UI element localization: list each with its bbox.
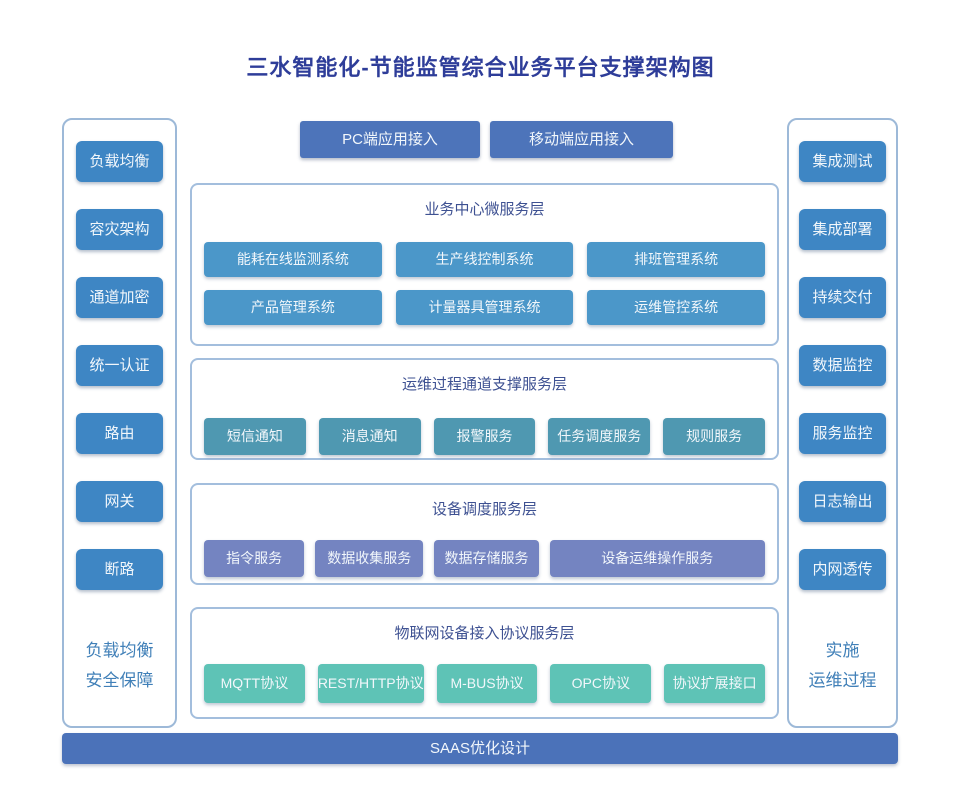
layer-title: 业务中心微服务层 bbox=[424, 201, 545, 218]
layer-iot-protocol: 物联网设备接入协议服务层 MQTT协议 REST/HTTP协议 M-BUS协议 OPC… bbox=[190, 607, 779, 719]
device-dispatch-node: 数据存储服务 bbox=[434, 540, 539, 577]
layer-device-dispatch: 设备调度服务层 指令服务数据收集服务数据存储服务设备运维操作服务 bbox=[190, 483, 779, 585]
ops-channel-node: 消息通知 bbox=[318, 418, 421, 455]
business-node: 运维管控系统 bbox=[587, 290, 766, 325]
business-node: 生产线控制系统 bbox=[395, 242, 574, 277]
left-panel: 负载均衡容灾架构通道加密统一认证路由网关断路 负载均衡 安全保障 bbox=[62, 118, 177, 728]
ops-channel-node: 报警服务 bbox=[433, 418, 536, 455]
iot-protocol-node: REST/HTTP协议 bbox=[317, 664, 424, 703]
layer-ops-channel-support: 运维过程通道支撑服务层 短信通知消息通知报警服务任务调度服务规则服务 bbox=[190, 358, 779, 460]
right-panel-caption-line2: 运维过程 bbox=[808, 671, 877, 690]
business-node: 能耗在线监测系统 bbox=[204, 242, 382, 277]
business-node: 排班管理系统 bbox=[587, 242, 766, 277]
left-panel-node: 断路 bbox=[76, 549, 163, 590]
device-dispatch-row: 指令服务数据收集服务数据存储服务设备运维操作服务 bbox=[192, 540, 777, 577]
right-panel-caption: 实施 运维过程 bbox=[809, 636, 877, 696]
device-dispatch-node: 指令服务 bbox=[204, 540, 305, 577]
business-row-2: 产品管理系统计量器具管理系统运维管控系统 bbox=[192, 290, 777, 325]
saas-optimization-bar: SAAS优化设计 bbox=[62, 733, 898, 764]
layer-business-microservices: 业务中心微服务层 能耗在线监测系统生产线控制系统排班管理系统 产品管理系统计量器… bbox=[190, 183, 779, 346]
ops-channel-node: 短信通知 bbox=[204, 418, 306, 455]
page-title: 三水智能化-节能监管综合业务平台支撑架构图 bbox=[246, 55, 715, 80]
left-panel-node: 统一认证 bbox=[76, 345, 163, 386]
application-access-row: PC端应用接入 移动端应用接入 bbox=[300, 121, 673, 158]
ops-channel-node: 任务调度服务 bbox=[548, 418, 651, 455]
right-panel-node: 数据监控 bbox=[799, 345, 886, 386]
layer-title: 运维过程通道支撑服务层 bbox=[401, 376, 567, 393]
ops-channel-node: 规则服务 bbox=[663, 418, 765, 455]
right-panel: 集成测试集成部署持续交付数据监控服务监控日志输出内网透传 实施 运维过程 bbox=[787, 118, 898, 728]
left-panel-caption-line1: 负载均衡 bbox=[85, 641, 154, 660]
right-panel-node: 内网透传 bbox=[799, 549, 886, 590]
business-node: 计量器具管理系统 bbox=[395, 290, 574, 325]
left-panel-node: 路由 bbox=[76, 413, 163, 454]
business-row-1: 能耗在线监测系统生产线控制系统排班管理系统 bbox=[192, 242, 777, 277]
left-panel-node: 通道加密 bbox=[76, 277, 163, 318]
device-dispatch-node: 设备运维操作服务 bbox=[549, 540, 765, 577]
left-panel-caption: 负载均衡 安全保障 bbox=[86, 636, 154, 696]
right-panel-node: 持续交付 bbox=[799, 277, 886, 318]
iot-protocol-node: OPC协议 bbox=[550, 664, 652, 703]
left-panel-caption-line2: 安全保障 bbox=[85, 671, 154, 690]
iot-protocol-node: 协议扩展接口 bbox=[664, 664, 766, 703]
layer-title: 设备调度服务层 bbox=[431, 501, 537, 518]
right-panel-node: 集成测试 bbox=[799, 141, 886, 182]
right-panel-caption-line1: 实施 bbox=[825, 641, 860, 660]
business-node: 产品管理系统 bbox=[204, 290, 382, 325]
left-panel-node: 负载均衡 bbox=[76, 141, 163, 182]
iot-protocol-row: MQTT协议 REST/HTTP协议 M-BUS协议 OPC协议协议扩展接口 bbox=[192, 664, 777, 703]
right-panel-node: 集成部署 bbox=[799, 209, 886, 250]
right-panel-node: 日志输出 bbox=[799, 481, 886, 522]
iot-protocol-node: M-BUS协议 bbox=[436, 664, 538, 703]
iot-protocol-node: MQTT协议 bbox=[204, 664, 305, 703]
mobile-access-node: 移动端应用接入 bbox=[490, 121, 673, 158]
device-dispatch-node: 数据收集服务 bbox=[315, 540, 424, 577]
right-panel-node: 服务监控 bbox=[799, 413, 886, 454]
left-panel-node: 容灾架构 bbox=[76, 209, 163, 250]
left-panel-node: 网关 bbox=[76, 481, 163, 522]
pc-access-node: PC端应用接入 bbox=[300, 121, 480, 158]
ops-channel-row: 短信通知消息通知报警服务任务调度服务规则服务 bbox=[192, 418, 777, 455]
layer-title: 物联网设备接入协议服务层 bbox=[394, 625, 575, 642]
